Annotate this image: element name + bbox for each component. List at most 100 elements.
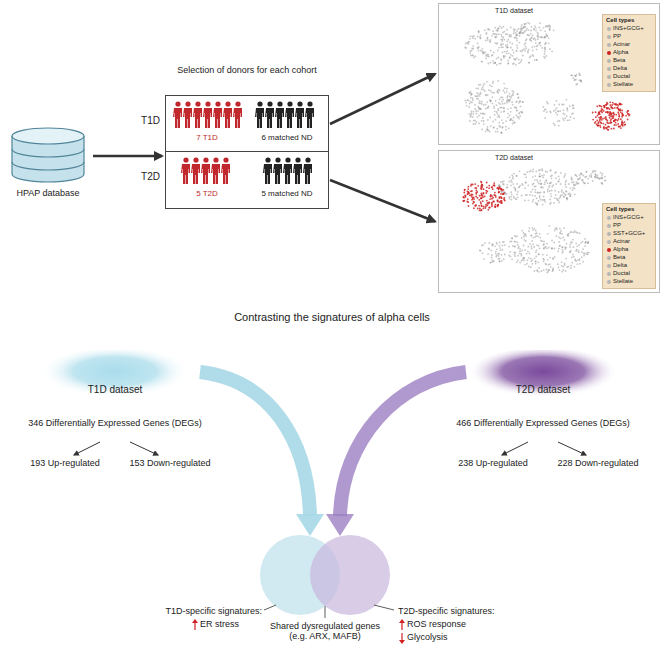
legend-item: Stellate <box>613 278 633 285</box>
person-icon <box>307 101 312 106</box>
dataset-label: T2D dataset <box>468 384 618 396</box>
connector-arrow <box>93 155 162 158</box>
person-icon <box>211 164 220 184</box>
connector-arrow <box>330 74 435 124</box>
person-icon <box>185 101 190 106</box>
merge-arrow <box>200 372 310 516</box>
person-icon <box>213 108 222 128</box>
person-icon <box>295 108 304 128</box>
person-icon <box>225 101 230 106</box>
legend-item: Ductal <box>613 73 630 80</box>
legend-row: Stellate <box>606 278 652 286</box>
person-icon <box>193 108 202 128</box>
person-icon <box>213 157 218 162</box>
count-label: 6 matched ND <box>246 133 328 142</box>
dataset-ellipse: T1D dataset <box>40 350 190 410</box>
person-icon <box>305 157 310 162</box>
person-icon <box>303 164 312 184</box>
annotation-text: 193 Up-regulated <box>18 458 112 468</box>
legend-row: SST+GCG+ <box>606 230 652 238</box>
legend-item: Acinar <box>613 41 630 48</box>
legend-item: Ductal <box>613 270 630 277</box>
person-icon <box>255 108 264 128</box>
legend-row: Alpha <box>606 246 652 254</box>
legend-dot <box>607 216 611 220</box>
annotation-text: 466 Differentially Expressed Genes (DEGs… <box>453 418 633 428</box>
person-icon <box>297 101 302 106</box>
cohort-row: T1D7 T1D6 matched ND <box>166 96 328 152</box>
legend-item: Beta <box>613 254 625 261</box>
person-icon <box>305 108 314 128</box>
person-icon <box>287 101 292 106</box>
annotation-text: T2D-specific signatures: <box>398 606 522 616</box>
row-label: T1D <box>130 115 160 127</box>
database-icon: HPAP database <box>5 126 91 206</box>
legend-dot <box>607 59 611 63</box>
count-label: 7 T1D <box>166 133 248 142</box>
person-icon <box>277 101 282 106</box>
person-icon <box>173 108 182 128</box>
person-icon <box>283 164 292 184</box>
person-icon <box>275 157 280 162</box>
legend-row: INS+GCG+ <box>606 25 652 33</box>
up-arrow <box>192 619 198 630</box>
legend-item: PP <box>613 33 621 40</box>
count-label: 5 matched ND <box>246 189 328 198</box>
box-heading: Selection of donors for each cohort <box>154 65 340 75</box>
person-icon <box>273 164 282 184</box>
legend-row: Ductal <box>606 270 652 278</box>
legend-heading: Cell types <box>606 17 634 24</box>
legend-item: Delta <box>613 262 627 269</box>
leader-line <box>374 605 394 610</box>
section-heading: Contrasting the signatures of alpha cell… <box>132 311 532 324</box>
donor-icons <box>166 99 326 133</box>
leader-line <box>264 605 276 610</box>
legend-row: PP <box>606 222 652 230</box>
person-icon <box>215 101 220 106</box>
person-icon <box>191 164 200 184</box>
legend-dot <box>607 67 611 71</box>
legend-item: Beta <box>613 57 625 64</box>
legend-dot <box>607 264 611 268</box>
legend-item: INS+GCG+ <box>613 214 644 221</box>
annotation-text: T1D-specific signatures: <box>138 606 262 616</box>
legend-dot <box>607 256 611 260</box>
panel-title: T2D dataset <box>439 154 589 162</box>
connector-arrow <box>330 180 435 222</box>
count-label: 5 T2D <box>166 189 248 198</box>
merge-arrow <box>340 372 466 516</box>
person-icon <box>293 164 302 184</box>
database-cylinder <box>5 126 91 186</box>
annotation-text: Shared dysregulated genes (e.g. ARX, MAF… <box>262 621 388 642</box>
person-icon <box>203 108 212 128</box>
merge-arrowhead <box>326 514 354 536</box>
merge-arrowhead <box>296 514 324 536</box>
venn-circle <box>310 535 390 615</box>
person-icon <box>285 108 294 128</box>
leader-line <box>325 606 326 618</box>
legend-box: Cell typesINS+GCG+PPAcinarAlphaBetaDelta… <box>602 14 656 92</box>
cohort-box: Selection of donors for each cohortT1D7 … <box>165 95 329 209</box>
person-icon <box>267 101 272 106</box>
legend-row: Beta <box>606 57 652 65</box>
up-arrow <box>399 619 405 630</box>
legend-dot <box>607 27 611 31</box>
legend-dot <box>607 83 611 87</box>
person-icon <box>235 101 240 106</box>
person-icon <box>183 108 192 128</box>
person-icon <box>223 108 232 128</box>
annotation-text: ROS response <box>407 619 497 629</box>
down-arrow <box>399 633 405 644</box>
legend-dot <box>607 75 611 79</box>
panel-title: T1D dataset <box>439 7 589 15</box>
legend-row: Delta <box>606 262 652 270</box>
legend-row: Stellate <box>606 81 652 89</box>
annotation-text: Glycolysis <box>407 632 497 642</box>
person-icon <box>183 157 188 162</box>
legend-item: Alpha <box>613 246 628 253</box>
dataset-ellipse: T2D dataset <box>468 350 618 410</box>
database-label: HPAP database <box>5 188 91 198</box>
legend-dot <box>607 51 611 55</box>
person-icon <box>221 164 230 184</box>
